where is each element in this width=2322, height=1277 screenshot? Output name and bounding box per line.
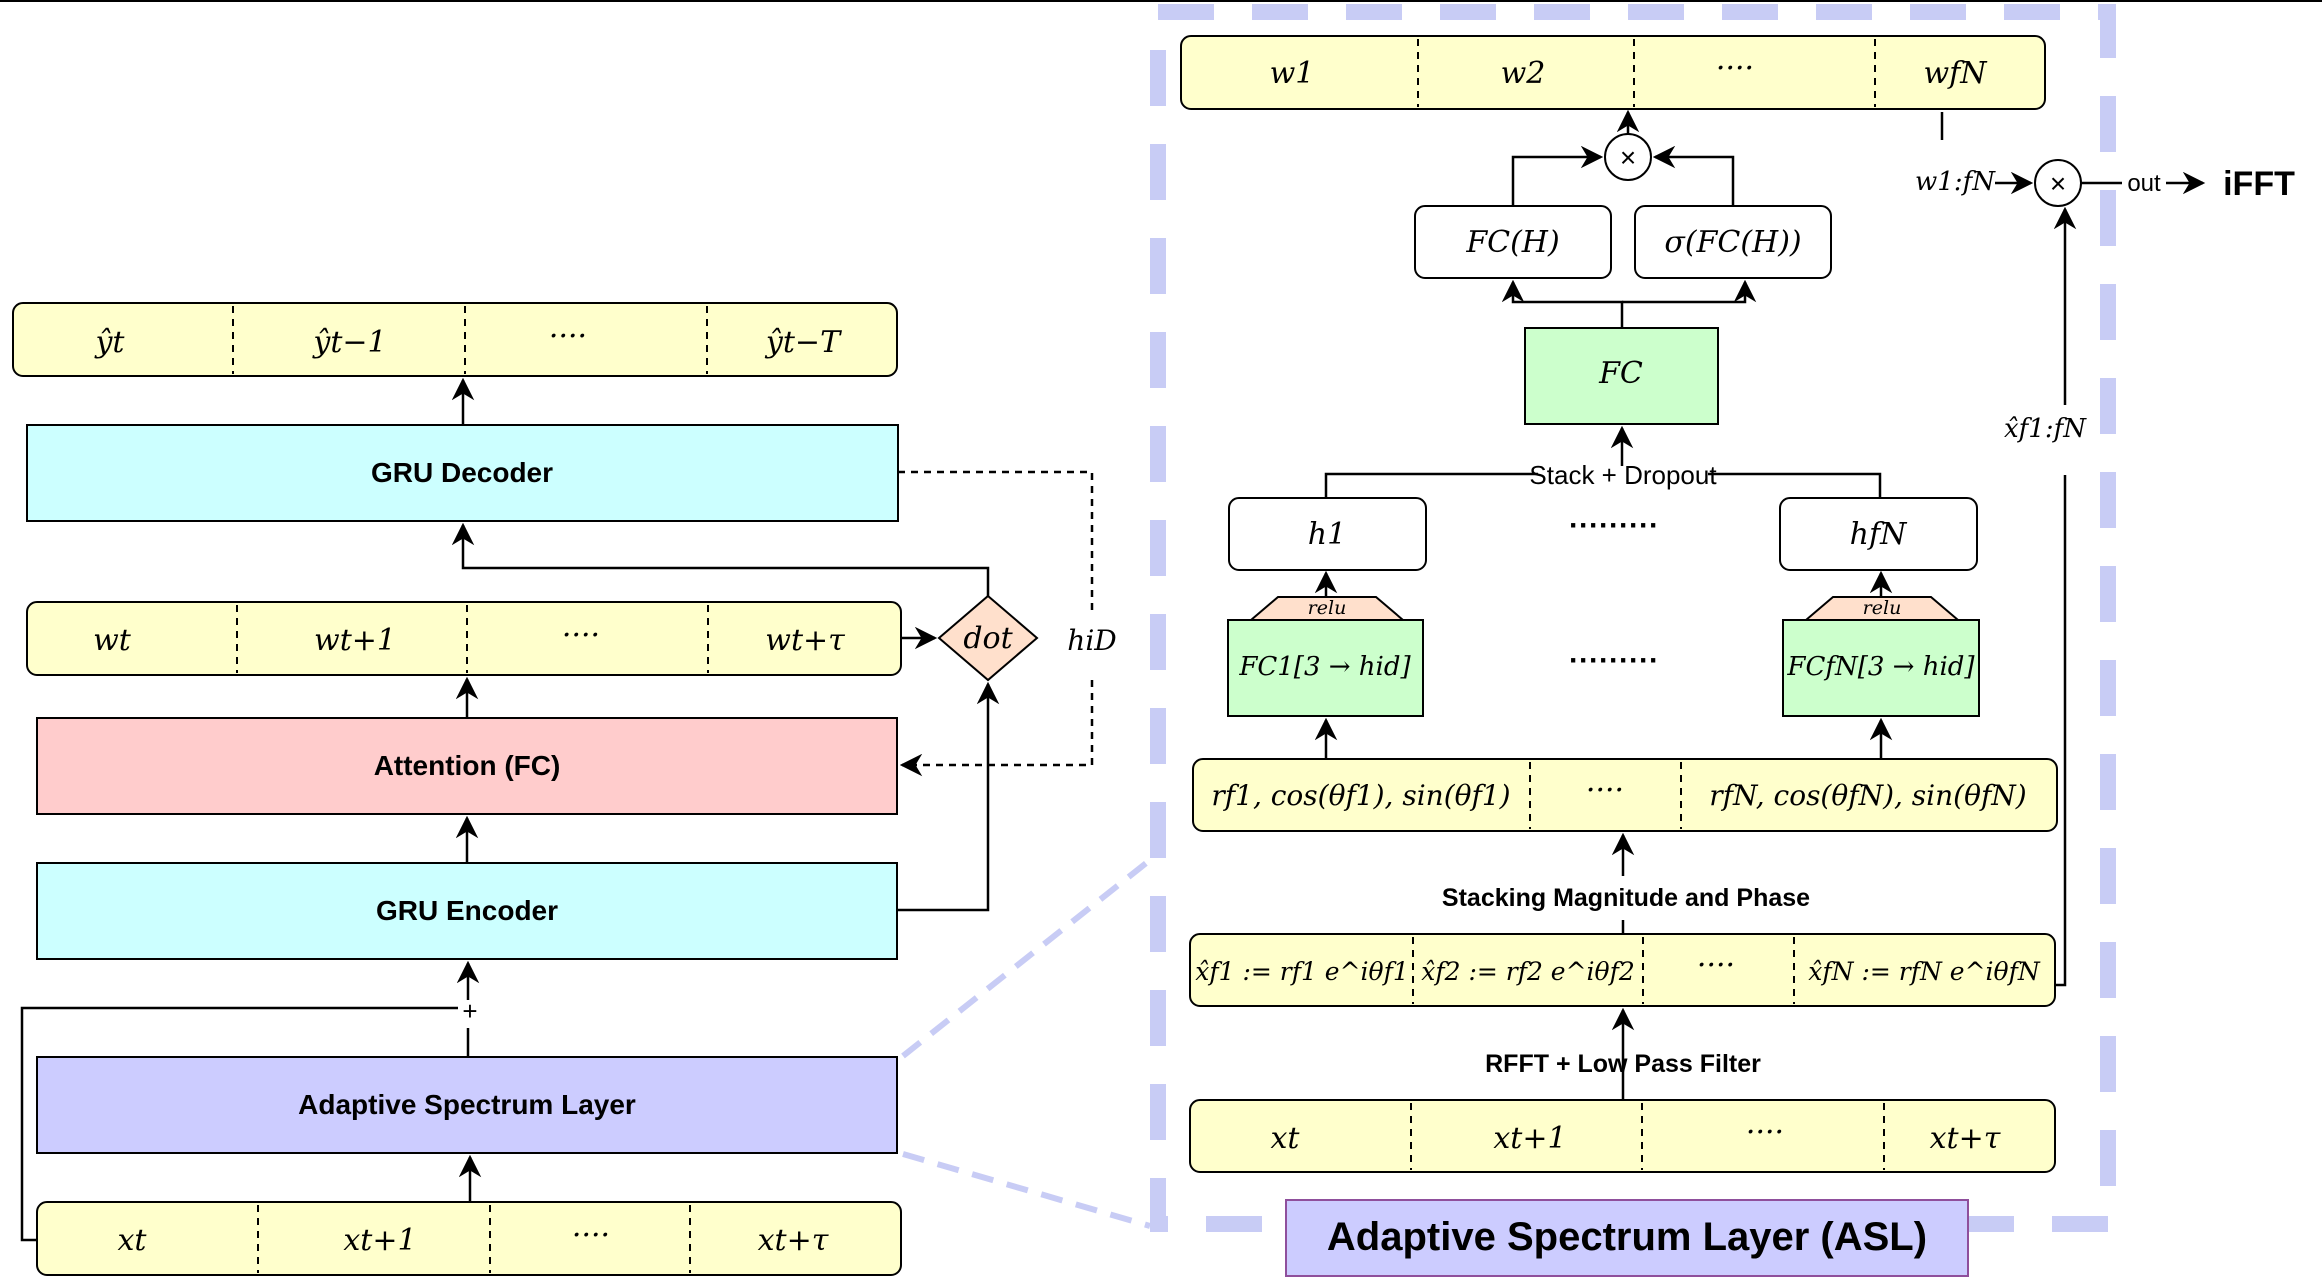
stack-dropout-label: Stack + Dropout: [1529, 460, 1717, 490]
h-first-box: [1228, 497, 1427, 571]
asl-input-strip: [1189, 1099, 2056, 1173]
weight-cell: wt+τ: [765, 623, 845, 658]
asl-box: [36, 1056, 898, 1154]
fc-box: [1524, 327, 1719, 425]
fc-label: FC: [1598, 356, 1643, 391]
asl-weight-strip: [1180, 35, 2046, 110]
relu-last-label: relu: [1863, 597, 1902, 619]
fc-last-box: [1782, 619, 1980, 717]
output-multiply-symbol: ×: [2050, 168, 2066, 199]
weight-range-label: w1:fN: [1915, 167, 1996, 197]
spectrum-cell-ellipsis: ····: [1697, 948, 1735, 983]
asl-title: Adaptive Spectrum Layer (ASL): [1327, 1215, 1927, 1259]
output-multiply-node: [2034, 159, 2082, 207]
gate-multiply-symbol: ×: [1620, 142, 1636, 173]
spectrum-cell: x̂f1 := rf1 e^iθf1: [1195, 957, 1409, 986]
output-cell: ŷt−T: [764, 325, 842, 360]
fc-last-label: FCfN[3 → hid]: [1786, 652, 1975, 682]
input-strip: [36, 1201, 902, 1276]
fc-first-label: FC1[3 → hid]: [1238, 652, 1411, 682]
gru-encoder-box: [36, 862, 898, 960]
stacked-cell: rfN, cos(θfN), sin(θfN): [1709, 779, 2026, 812]
spectrum-cell: x̂fN := rfN e^iθfN: [1808, 957, 2041, 986]
asl-input-cell-ellipsis: ····: [1746, 1115, 1784, 1150]
fc-h-label: FC(H): [1465, 225, 1559, 260]
relu-first-label: relu: [1308, 597, 1347, 619]
input-cell: xt+τ: [758, 1223, 829, 1258]
dot-product-node: [937, 594, 1039, 682]
stacked-cell: rf1, cos(θf1), sin(θf1): [1211, 779, 1510, 812]
asl-weight-cell-ellipsis: ····: [1716, 51, 1754, 86]
asl-box-label: Adaptive Spectrum Layer: [298, 1089, 636, 1120]
spectrum-cell: x̂f2 := rf2 e^iθf2: [1421, 957, 1635, 986]
hidden-state-label: hiD: [1067, 624, 1116, 657]
asl-weight-cell: wfN: [1923, 56, 1988, 91]
out-label: out: [2127, 170, 2161, 197]
asl-weight-cell: w2: [1501, 56, 1546, 91]
asl-weight-cell: w1: [1270, 56, 1315, 91]
sigma-fc-h-label: σ(FC(H)): [1664, 225, 1801, 260]
weight-cell: wt: [93, 623, 132, 658]
asl-input-cell: xt+1: [1493, 1121, 1566, 1156]
h-first-label: h1: [1308, 517, 1346, 552]
input-cell: xt+1: [343, 1223, 416, 1258]
asl-title-box: [1285, 1199, 1969, 1277]
h-last-box: [1779, 497, 1978, 571]
asl-arrows: [1314, 109, 2206, 1100]
zoom-connector-top: [901, 857, 1152, 1059]
fc-ellipsis: ·········: [1569, 644, 1659, 677]
gru-decoder-box: [26, 424, 899, 522]
h-last-label: hfN: [1850, 517, 1908, 552]
gru-encoder-label: GRU Encoder: [376, 895, 558, 926]
input-cell-ellipsis: ····: [572, 1218, 610, 1253]
gru-decoder-label: GRU Decoder: [371, 457, 553, 488]
h-ellipsis: ·········: [1569, 509, 1659, 542]
fc-first-box: [1227, 619, 1424, 717]
attention-box: [36, 717, 898, 815]
zoom-connector-bottom: [902, 1151, 1151, 1229]
spectrum-range-label: x̂f1:fN: [2004, 414, 2087, 444]
attention-label: Attention (FC): [374, 750, 561, 781]
output-strip: [12, 302, 898, 377]
weight-cell: wt+1: [314, 623, 396, 658]
weight-cell-ellipsis: ····: [562, 618, 600, 653]
output-cell: ŷt: [93, 325, 125, 360]
ifft-label: iFFT: [2223, 165, 2295, 203]
asl-input-cell: xt: [1271, 1121, 1301, 1156]
input-cell: xt: [118, 1223, 148, 1258]
stacked-cell-ellipsis: ····: [1586, 773, 1624, 808]
asl-input-cell: xt+τ: [1930, 1121, 2001, 1156]
stacked-feature-strip: [1192, 758, 2058, 832]
stacking-label: Stacking Magnitude and Phase: [1442, 884, 1810, 912]
output-cell-ellipsis: ····: [549, 319, 587, 354]
left-arrows: [20, 377, 1094, 1242]
output-cell: ŷt−1: [311, 325, 386, 360]
residual-plus: +: [462, 996, 477, 1026]
dot-label: dot: [963, 621, 1013, 656]
